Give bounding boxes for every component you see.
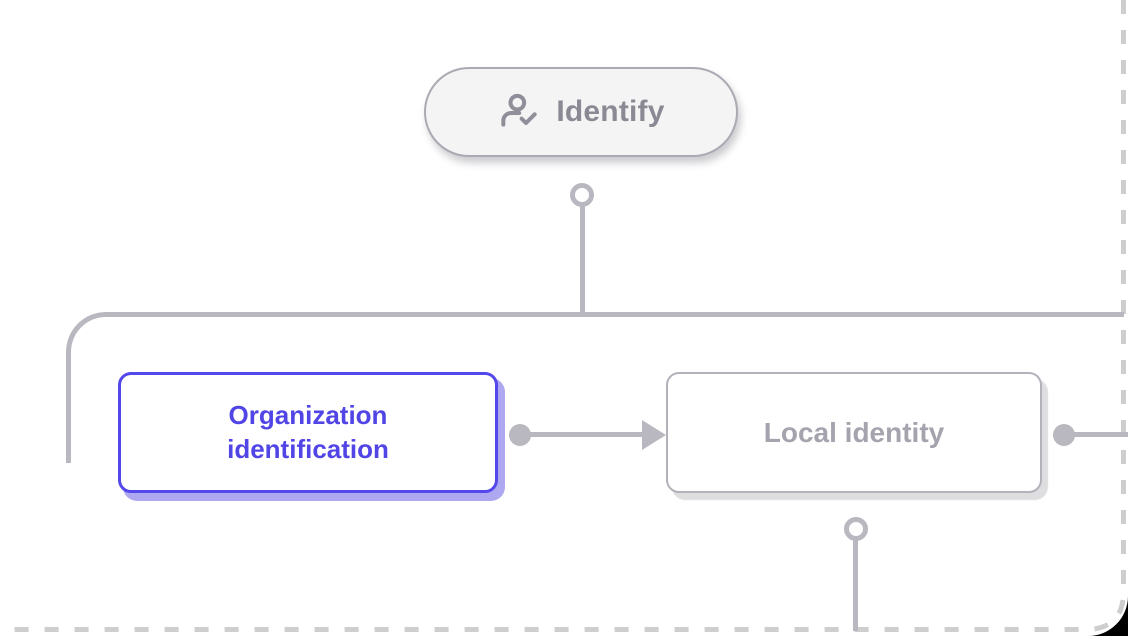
edge-identify-stem <box>580 206 585 313</box>
edge-branch-left-corner <box>66 312 110 362</box>
edge-branch-left-vertical <box>66 357 71 463</box>
handle-ring-local-bottom[interactable] <box>844 517 868 541</box>
organization-identification-label: Organization identification <box>227 400 389 464</box>
handle-dot-local-right[interactable] <box>1053 424 1075 446</box>
edge-local-right <box>1073 432 1128 437</box>
handle-dot-org-right[interactable] <box>509 424 531 446</box>
node-identify[interactable]: Identify <box>424 67 738 157</box>
edge-org-to-local <box>529 432 643 437</box>
edge-branch-horizontal <box>105 312 1124 317</box>
handle-ring-identify-bottom[interactable] <box>570 183 594 207</box>
identify-label: Identify <box>556 95 665 128</box>
node-local-identity[interactable]: Local identity <box>666 372 1042 493</box>
node-organization-identification[interactable]: Organization identification <box>118 372 498 493</box>
person-check-icon <box>497 92 541 132</box>
edge-local-down <box>853 540 858 631</box>
arrowhead-icon <box>642 420 666 450</box>
local-identity-label: Local identity <box>763 416 945 448</box>
